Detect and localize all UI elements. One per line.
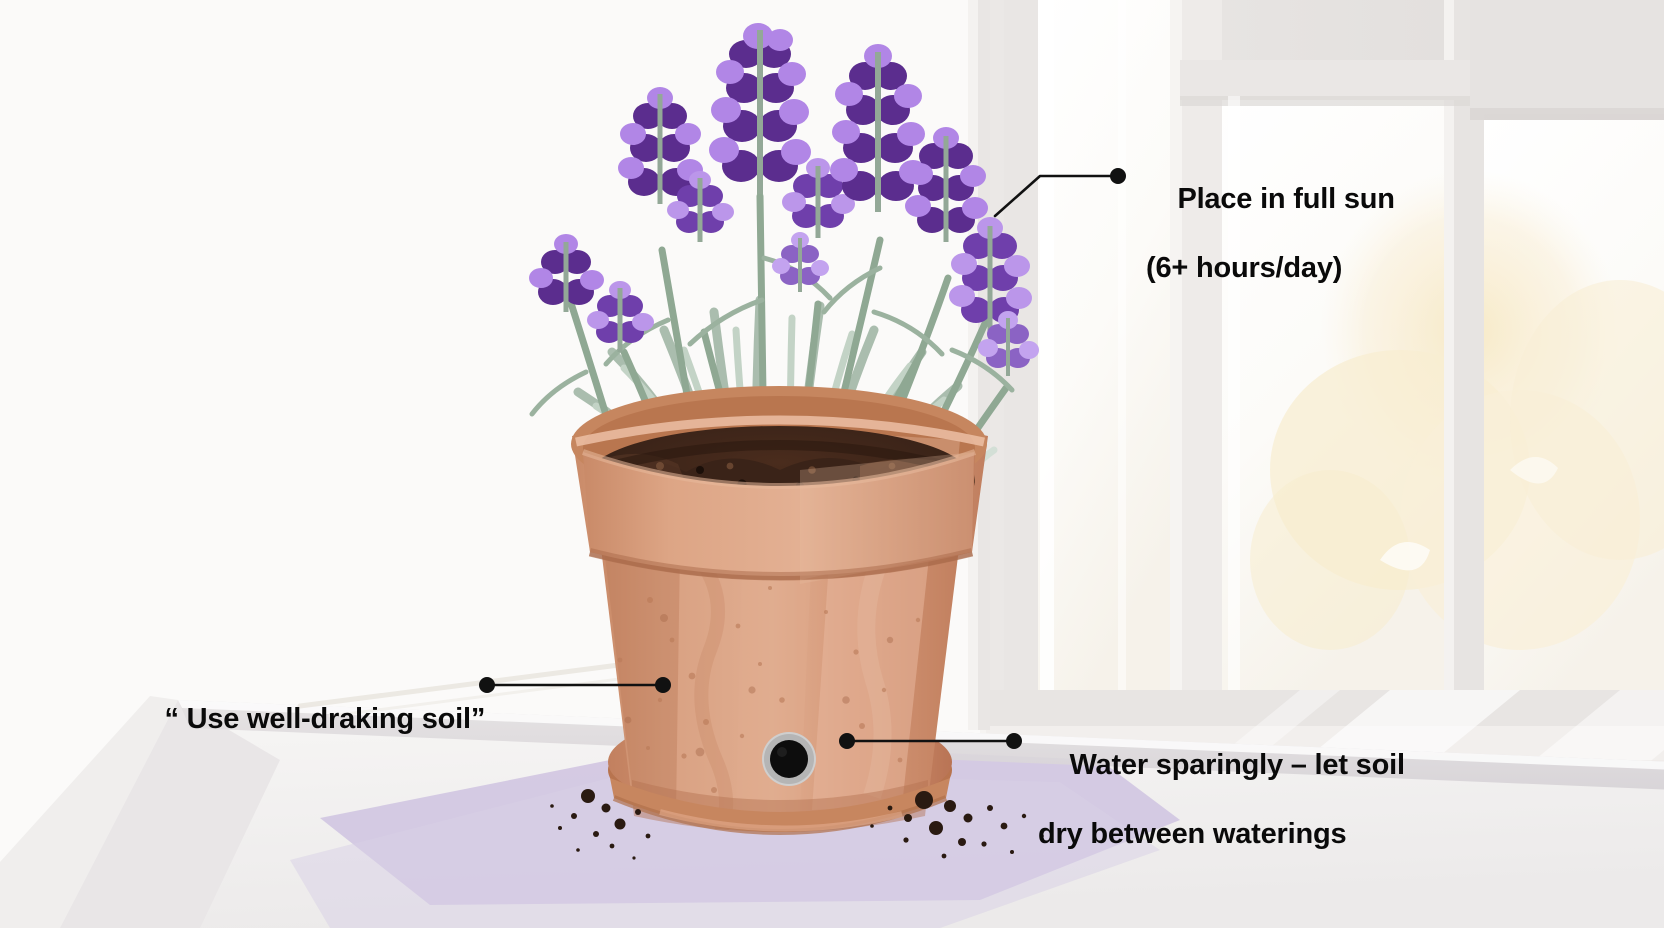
flower-spike	[667, 171, 734, 242]
callout-sun-line-1: Place in full sun	[1177, 183, 1395, 216]
flower-spike	[905, 127, 988, 242]
flower-spike	[782, 158, 855, 238]
window-sill-band	[986, 690, 1664, 730]
drainage-hole	[762, 732, 816, 786]
flower-spike	[709, 23, 811, 194]
window-mullion-highlight-2	[1444, 0, 1454, 700]
callout-use-well-draining-soil: “ Use well-draking soil”	[133, 668, 485, 771]
flower-spike	[949, 217, 1032, 332]
window-mullion-highlight-1	[1170, 0, 1182, 696]
callout-water-line-2: dry between waterings	[1038, 817, 1347, 850]
flower-spike	[529, 234, 604, 312]
window-stile-2	[1182, 0, 1222, 696]
callout-leader-soil	[479, 677, 671, 693]
callout-dot-sun	[1110, 168, 1126, 184]
sill-left-face	[60, 700, 280, 928]
window-head-rail-shadow	[1180, 96, 1664, 106]
callout-leader-water	[839, 733, 1022, 749]
callout-place-in-full-sun: Place in full sun (6+ hours/day)	[1146, 148, 1395, 353]
window-pane-left	[1036, 0, 1184, 690]
flower-spike	[618, 87, 703, 204]
wall-window-edge-light	[968, 0, 978, 730]
frame-light-band-b	[1118, 0, 1126, 696]
terracotta-pot	[571, 386, 988, 832]
window-top-jamb-edge	[1470, 108, 1664, 120]
flower-spike	[587, 281, 654, 352]
callout-anchor-soil	[655, 677, 671, 693]
flower-spike	[978, 311, 1039, 376]
window-top-jamb	[1470, 0, 1664, 114]
callout-leader-sun	[993, 168, 1126, 218]
pot-rim-front	[583, 452, 975, 576]
callout-water-line-1: Water sparingly – let soil	[1069, 749, 1405, 782]
flower-spike	[772, 232, 829, 292]
spilled-soil	[550, 789, 1044, 860]
window	[986, 0, 1664, 928]
callout-anchor-water	[839, 733, 855, 749]
sill-left-bevel	[0, 696, 178, 928]
callout-dot-water	[1006, 733, 1022, 749]
callout-dot-soil	[479, 677, 495, 693]
callout-water-sparingly: Water sparingly – let soil dry between w…	[1038, 714, 1405, 919]
callout-soil-line-1: “ Use well-draking soil”	[164, 703, 486, 736]
lavender-flower-spikes	[529, 23, 1039, 376]
pot-saucer-front	[610, 778, 950, 835]
sill-cast-shadow-soft	[290, 770, 1160, 928]
pot-texture	[604, 548, 930, 832]
frame-light-band-c	[1228, 96, 1240, 696]
frame-light-band-a	[1040, 0, 1054, 696]
callout-sun-line-2: (6+ hours/day)	[1146, 251, 1343, 284]
